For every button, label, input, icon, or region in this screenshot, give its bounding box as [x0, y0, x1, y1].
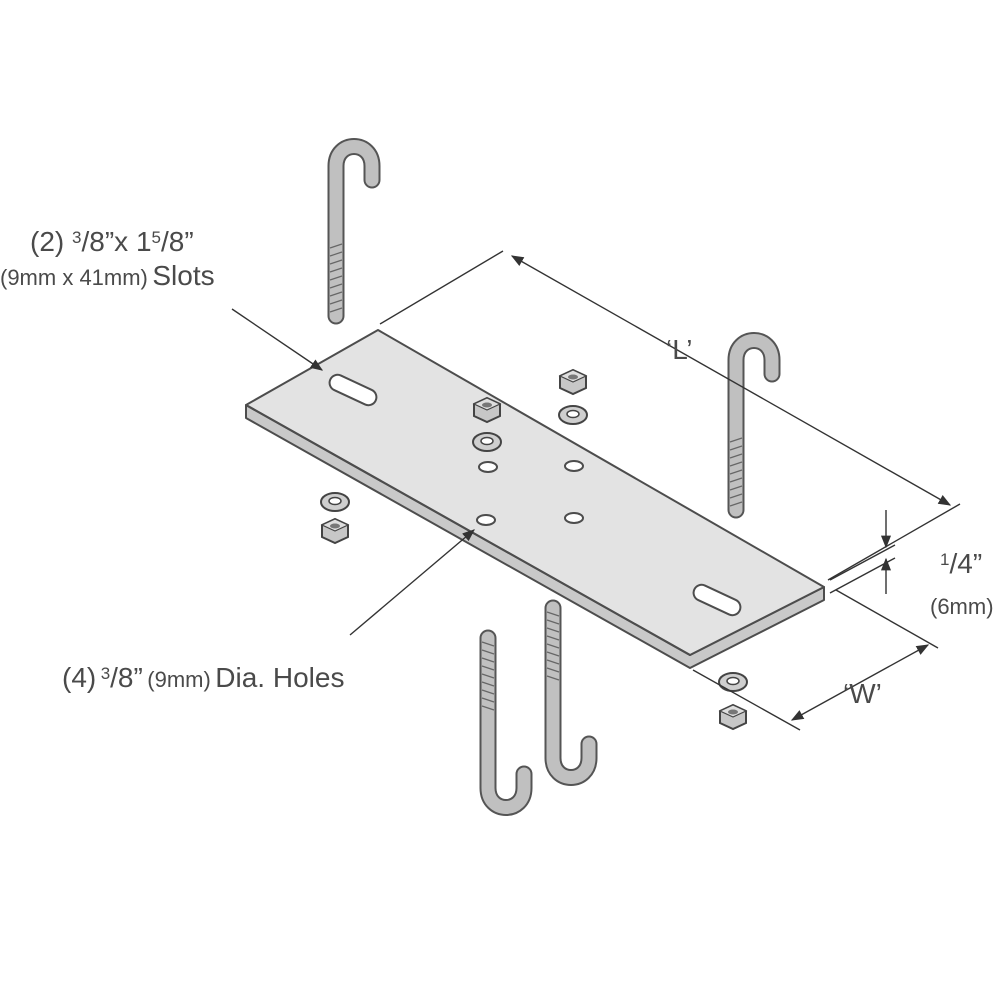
hole — [564, 512, 584, 524]
washer-icon — [320, 492, 350, 512]
hole — [478, 461, 498, 473]
thickness-metric: (6mm) — [930, 594, 994, 619]
hole-callout: (4) 3/8” (9mm) Dia. Holes — [62, 662, 345, 693]
width-dimension — [790, 644, 930, 721]
width-label: ‘W’ — [843, 678, 882, 709]
hole — [564, 460, 584, 472]
washer-icon — [718, 672, 748, 692]
slot-callout-line1: (2) 3/8”x 15/8” — [30, 226, 194, 257]
nut-icon — [473, 397, 501, 423]
j-bolt-icon — [330, 147, 372, 317]
length-label: ‘L’ — [666, 334, 693, 365]
slot-callout-line2: (9mm x 41mm) Slots — [0, 260, 215, 291]
nut-icon — [719, 704, 747, 730]
dimension-lines — [231, 250, 961, 731]
washer-icon — [472, 432, 502, 452]
thickness-label: 1/4” — [940, 548, 983, 579]
washer-icon — [558, 405, 588, 425]
hole-leader — [349, 529, 475, 636]
slot-left — [328, 373, 378, 407]
nut-icon — [559, 369, 587, 395]
j-bolt-icon — [547, 608, 589, 778]
slot-right — [692, 583, 742, 617]
length-dimension — [510, 255, 952, 506]
nut-icon — [321, 518, 349, 544]
j-bolt-icon — [730, 341, 772, 511]
slot-leader — [231, 308, 324, 371]
hole — [476, 514, 496, 526]
j-bolt-icon — [482, 638, 524, 808]
